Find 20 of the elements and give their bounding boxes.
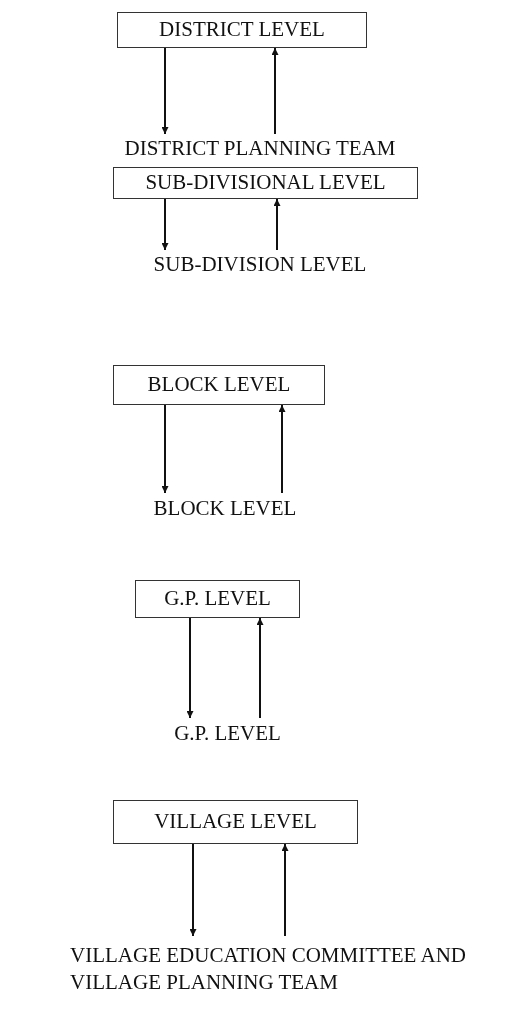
arrow bbox=[273, 198, 281, 251]
arrow bbox=[189, 843, 197, 937]
arrow bbox=[278, 404, 286, 494]
level-text: VILLAGE EDUCATION COMMITTEE AND VILLAGE PLANNING TEAM bbox=[66, 936, 506, 1002]
level-box: BLOCK LEVEL bbox=[113, 365, 325, 405]
level-text: BLOCK LEVEL bbox=[105, 493, 345, 525]
level-text: G.P. LEVEL bbox=[135, 718, 320, 750]
level-box: VILLAGE LEVEL bbox=[113, 800, 358, 844]
arrow bbox=[186, 617, 194, 719]
arrow bbox=[161, 404, 169, 494]
arrow bbox=[161, 47, 169, 135]
level-box: G.P. LEVEL bbox=[135, 580, 300, 618]
level-box: SUB-DIVISIONAL LEVEL bbox=[113, 167, 418, 199]
arrow bbox=[256, 617, 264, 719]
level-text: SUB-DIVISION LEVEL bbox=[110, 250, 410, 280]
arrow bbox=[281, 843, 289, 937]
level-text: DISTRICT PLANNING TEAM bbox=[85, 134, 435, 164]
arrow bbox=[271, 47, 279, 135]
arrow bbox=[161, 198, 169, 251]
level-box: DISTRICT LEVEL bbox=[117, 12, 367, 48]
